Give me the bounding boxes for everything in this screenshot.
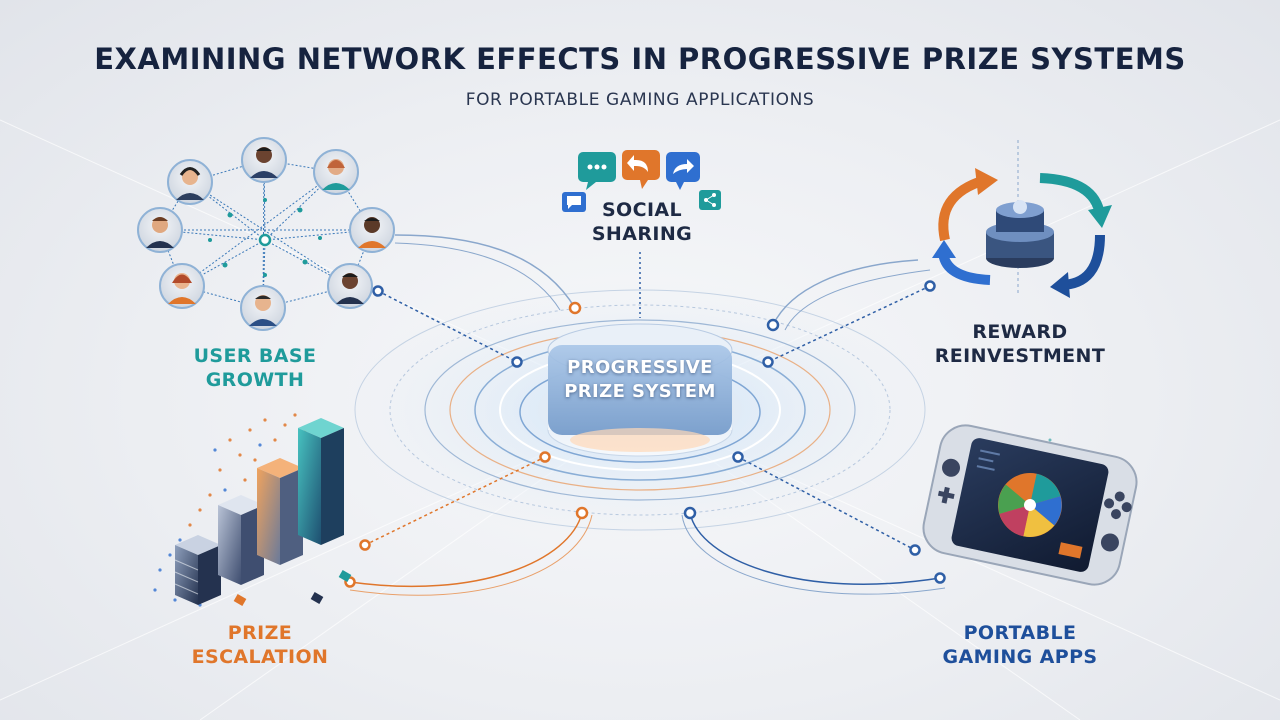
connector-lines	[349, 140, 1019, 596]
node-label-line1: USER BASE	[193, 345, 317, 367]
center-label-line1: PROGRESSIVE	[567, 357, 713, 378]
node-label-line1: PORTABLE	[963, 622, 1077, 644]
node-label-social-sharing: SOCIAL SHARING	[572, 198, 712, 246]
node-label-line2: GROWTH	[205, 369, 305, 391]
node-label-line2: SHARING	[591, 223, 693, 245]
node-label-line1: REWARD	[972, 321, 1068, 343]
connector-nodes	[344, 280, 946, 588]
center-label-line2: PRIZE SYSTEM	[564, 381, 716, 402]
chat-bubbles-icon	[562, 150, 721, 212]
reinvestment-cycle-icon	[932, 168, 1112, 298]
node-label-line1: SOCIAL	[601, 199, 683, 221]
prize-wheel-icon	[998, 473, 1062, 537]
prize-escalation-bars	[153, 413, 352, 607]
avatar-faces	[146, 147, 386, 326]
node-label-line1: PRIZE	[227, 622, 293, 644]
page-title: EXAMINING NETWORK EFFECTS IN PROGRESSIVE…	[94, 42, 1186, 76]
handheld-console-icon	[922, 424, 1138, 586]
node-label-portable-gaming-apps: PORTABLE GAMING APPS	[910, 621, 1130, 669]
user-network-illustration	[137, 137, 395, 331]
node-label-line2: REINVESTMENT	[934, 345, 1106, 367]
coin-stack-icon	[986, 200, 1054, 268]
node-label-line2: ESCALATION	[191, 646, 329, 668]
page-subtitle: FOR PORTABLE GAMING APPLICATIONS	[465, 90, 815, 110]
node-label-reward-reinvestment: REWARD REINVESTMENT	[910, 320, 1130, 368]
center-node-label: PROGRESSIVE PRIZE SYSTEM	[530, 356, 750, 404]
node-label-user-base-growth: USER BASE GROWTH	[170, 344, 340, 392]
central-disc	[547, 323, 733, 457]
node-label-line2: GAMING APPS	[942, 646, 1098, 668]
node-label-prize-escalation: PRIZE ESCALATION	[170, 621, 350, 669]
